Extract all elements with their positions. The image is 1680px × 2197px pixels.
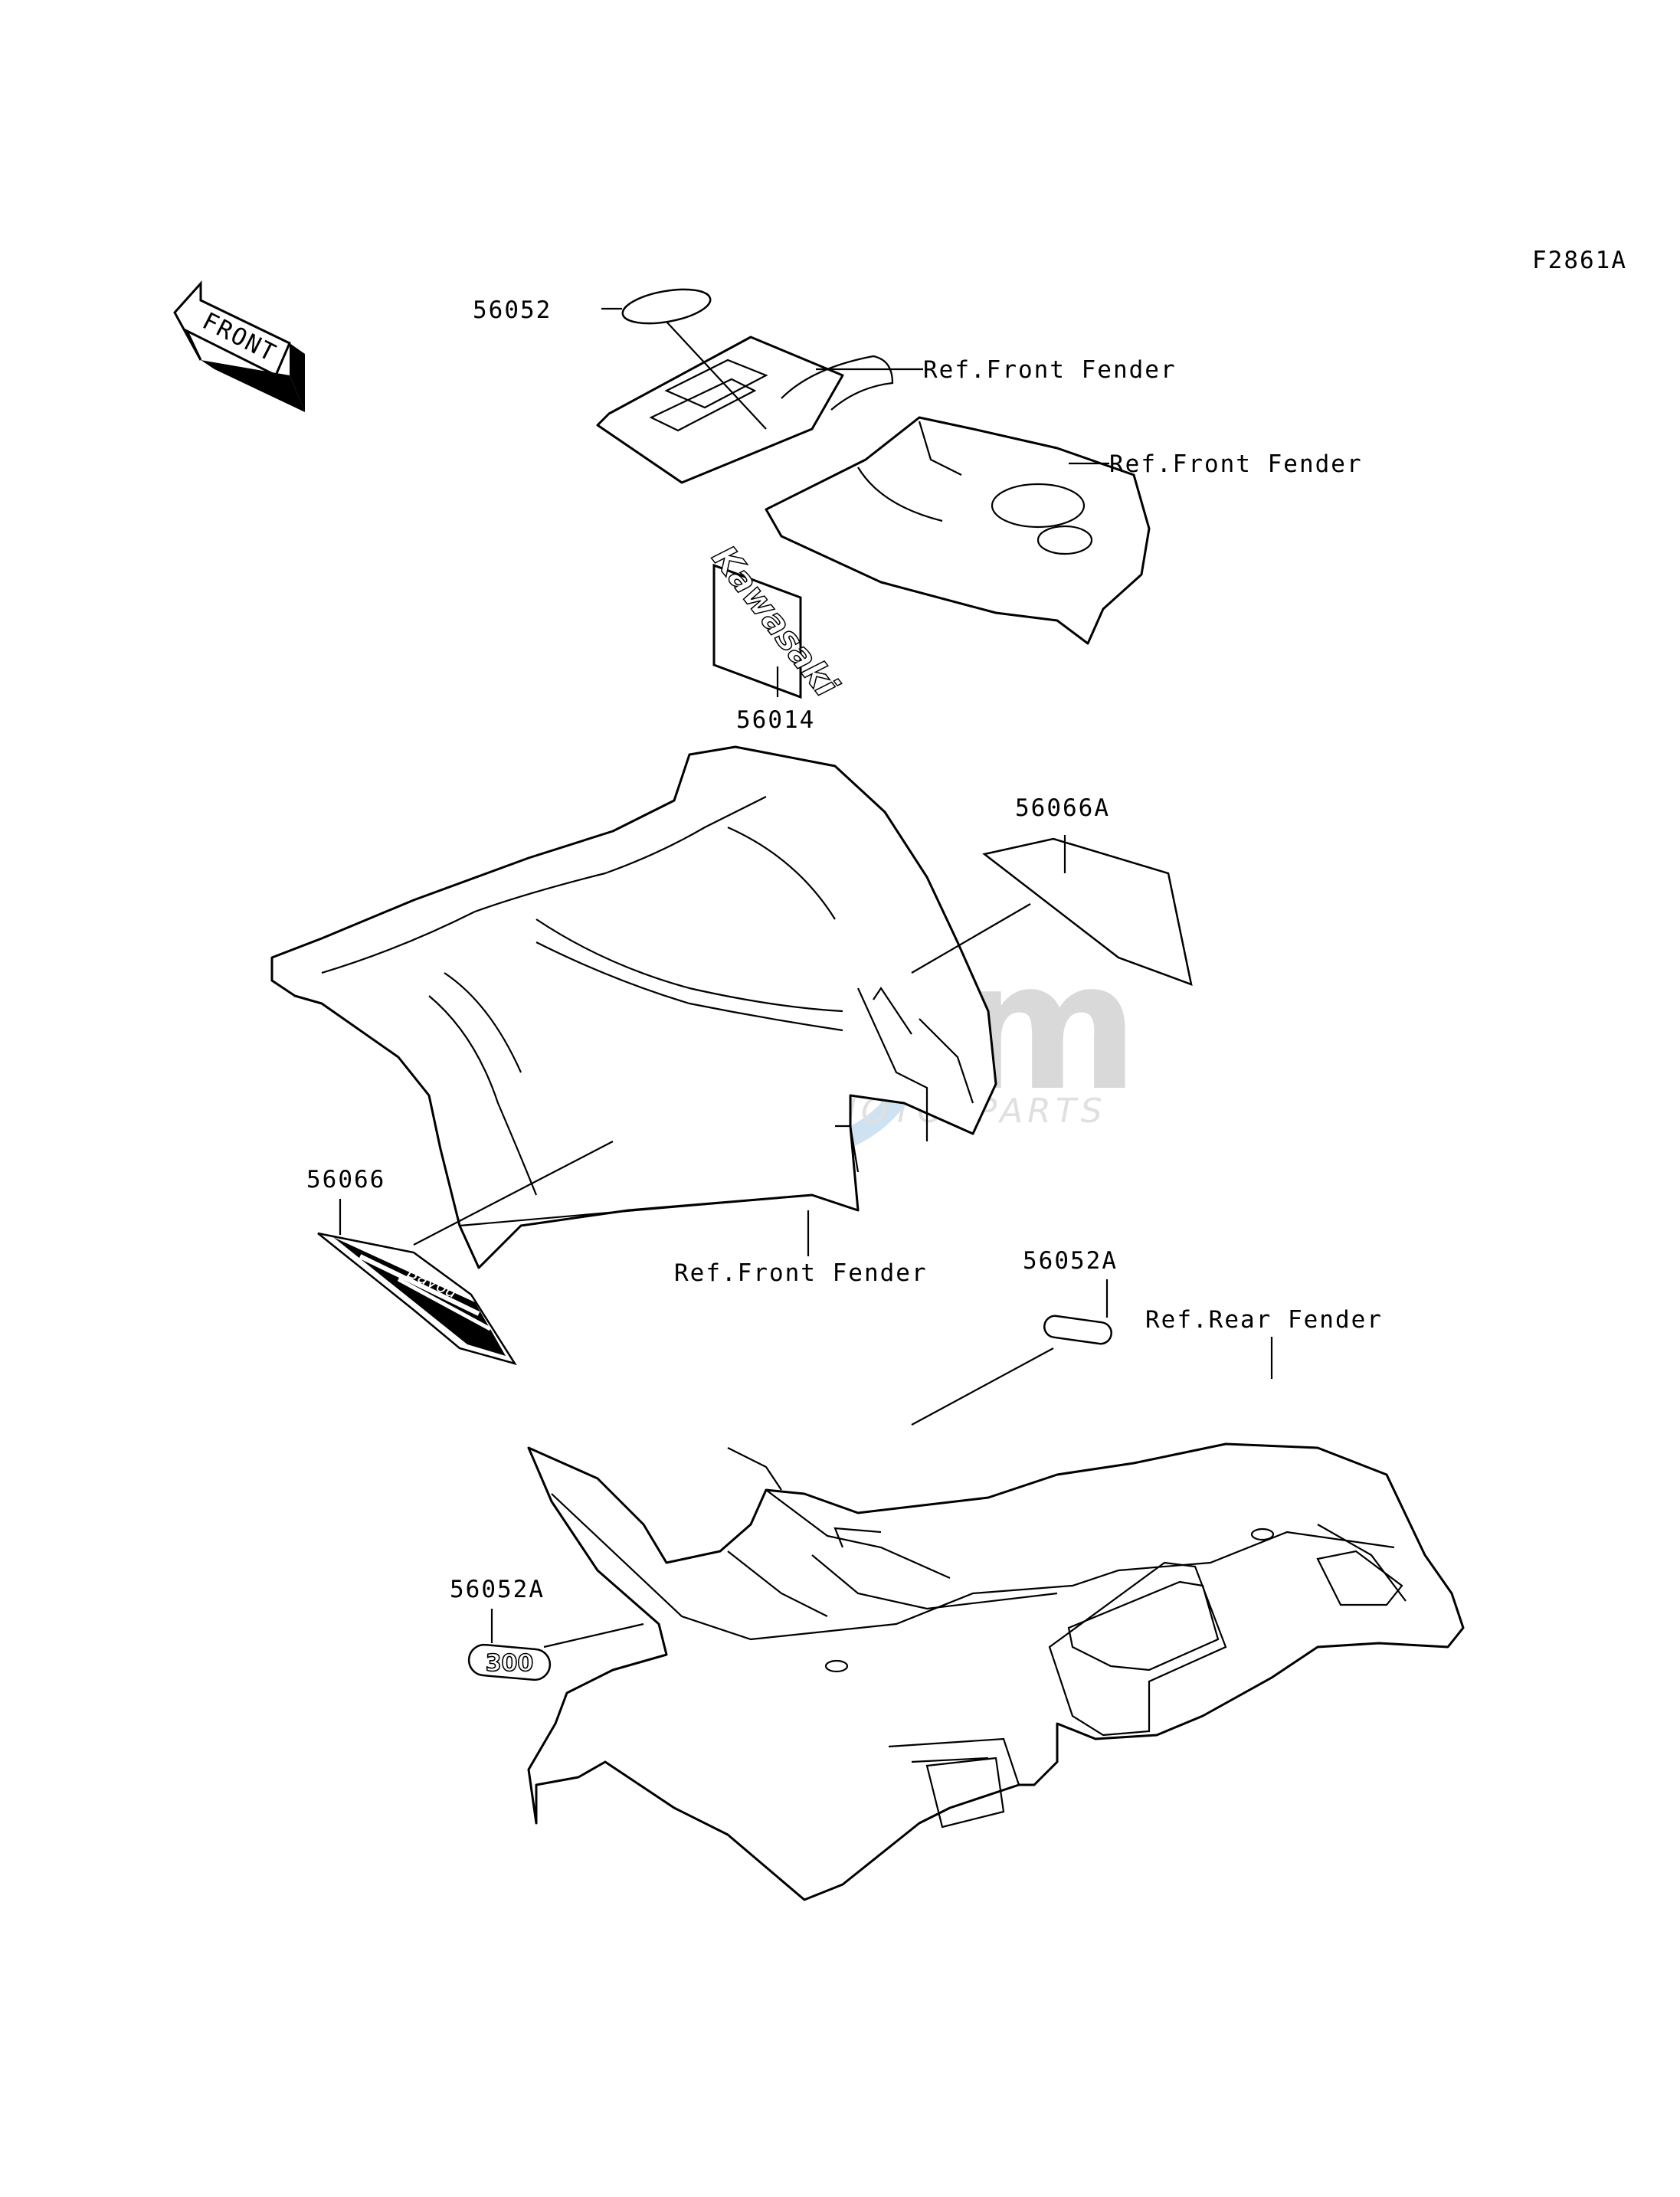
front-direction-arrow: FRONT	[173, 280, 305, 412]
decal-56066A	[982, 837, 1193, 986]
front-fender-top-cover	[765, 416, 1151, 645]
figure-code: F2861A	[1532, 247, 1627, 274]
model-decal-text: 300	[486, 1650, 534, 1677]
callout-ref-front-fender-3: Ref.Front Fender	[674, 1259, 928, 1287]
front-arrow-label: FRONT	[198, 307, 280, 368]
callout-ref-front-fender-2: Ref.Front Fender	[1109, 450, 1363, 478]
callout-ref-rear-fender: Ref.Rear Fender	[1145, 1306, 1383, 1334]
callout-ref-front-fender-1: Ref.Front Fender	[923, 356, 1177, 384]
decal-56052A-top	[1043, 1315, 1112, 1345]
decal-56014-kawasaki: Kawasaki	[703, 538, 847, 705]
decal-56066-bayou: Bayou	[317, 1232, 517, 1366]
callout-56014: 56014	[736, 706, 815, 734]
callout-56052A-top: 56052A	[1023, 1247, 1118, 1275]
front-fender-main	[270, 745, 997, 1269]
rear-fender	[527, 1442, 1465, 1901]
decal-56052-oval	[621, 288, 712, 325]
callout-56052: 56052	[473, 296, 552, 324]
callout-56052A-left: 56052A	[450, 1576, 545, 1603]
decal-56052A-300: 300	[467, 1643, 552, 1681]
leader-lines	[339, 307, 1273, 1649]
front-fender-top-panel	[596, 288, 894, 484]
callout-56066: 56066	[306, 1166, 385, 1193]
callout-56066A: 56066A	[1015, 794, 1110, 822]
